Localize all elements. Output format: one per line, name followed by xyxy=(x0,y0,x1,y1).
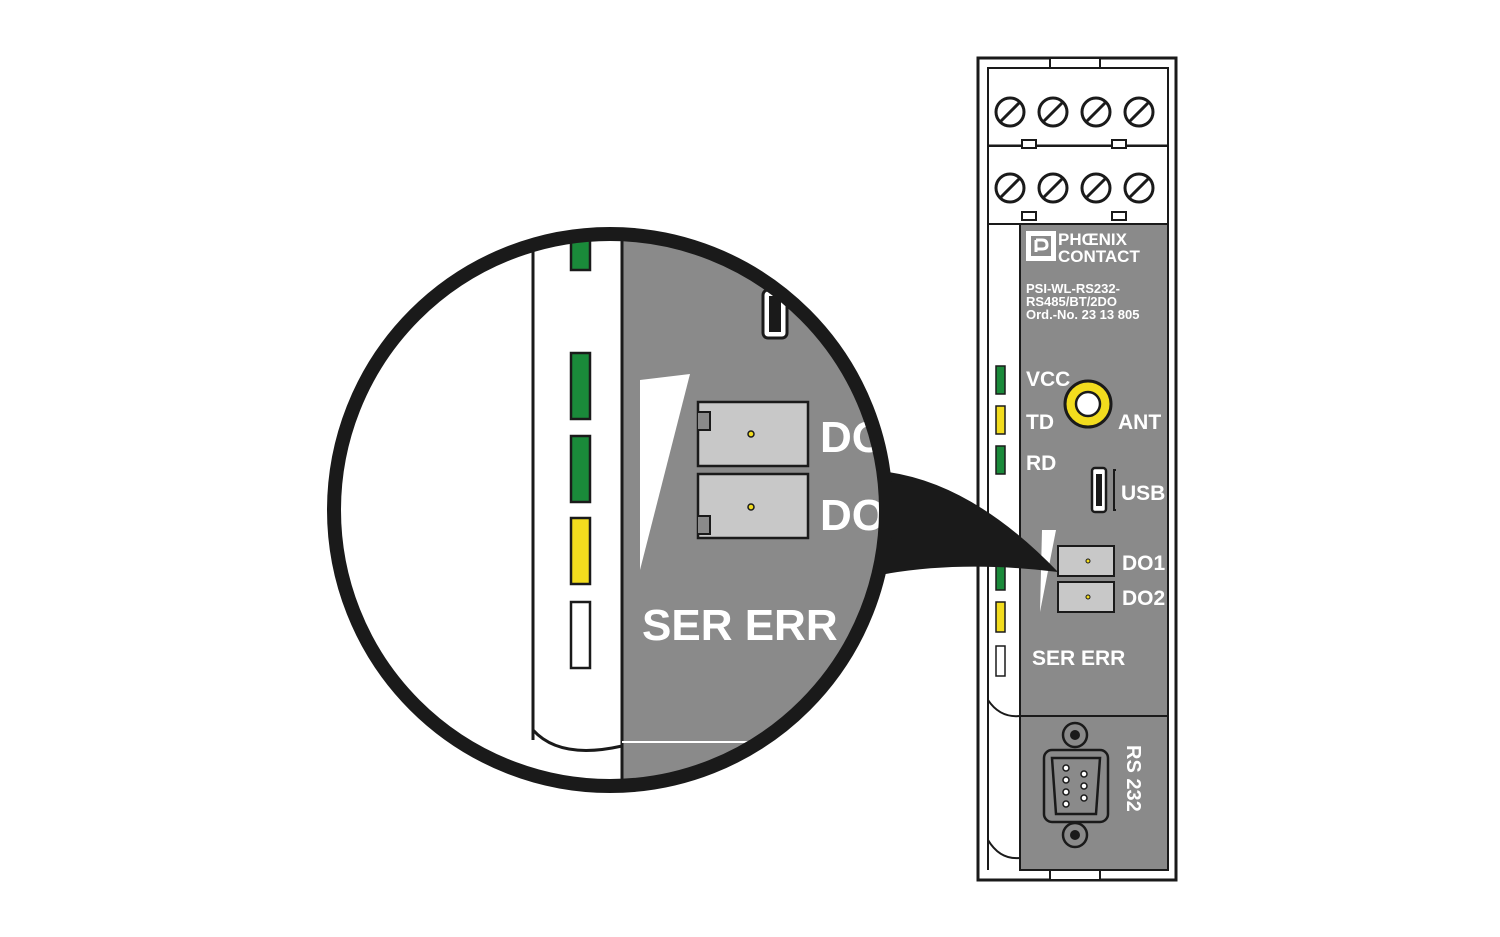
do-switches xyxy=(1040,530,1115,613)
led-rd xyxy=(995,445,1006,475)
zoom-led-do2 xyxy=(569,434,592,504)
label-do2: DO2 xyxy=(1122,587,1165,610)
magnifier-lens: DO DO SER ERR xyxy=(327,227,893,793)
label-rd: RD xyxy=(1026,452,1056,475)
zoom-label-do2: DO xyxy=(820,491,886,540)
label-usb: USB xyxy=(1121,482,1165,505)
label-do1: DO1 xyxy=(1122,552,1166,575)
led-do2 xyxy=(995,601,1006,633)
screw-icon xyxy=(1037,172,1069,204)
zoom-do-switches xyxy=(696,400,810,540)
led-vcc xyxy=(995,365,1006,395)
zoom-led-ser xyxy=(569,516,592,586)
callout-pointer xyxy=(860,470,1058,575)
label-ant: ANT xyxy=(1118,411,1161,434)
screw-icon xyxy=(994,96,1026,128)
brand-line-2: CONTACT xyxy=(1058,247,1140,266)
rs232-connector-icon xyxy=(1042,721,1110,849)
model-line-2: RS485/BT/2DO xyxy=(1026,294,1117,309)
phoenix-contact-logo: PHŒNIX CONTACT xyxy=(1026,230,1140,266)
screw-icon xyxy=(1123,96,1155,128)
brand-line-1: PHŒNIX xyxy=(1058,230,1128,249)
zoom-led-do1 xyxy=(569,351,592,421)
zoom-led-err xyxy=(569,600,592,670)
led-td xyxy=(995,405,1006,435)
screw-icon xyxy=(994,172,1026,204)
label-ser-err: SER ERR xyxy=(1032,647,1125,670)
zoom-label-ser-err: SER ERR xyxy=(642,601,838,650)
label-td: TD xyxy=(1026,411,1054,434)
terminal-screws xyxy=(994,96,1155,204)
zoom-led-rd xyxy=(569,240,592,272)
led-ser-err xyxy=(995,645,1006,677)
screw-icon xyxy=(1123,172,1155,204)
label-vcc: VCC xyxy=(1026,368,1070,391)
label-rs232: RS 232 xyxy=(1122,745,1144,812)
screw-icon xyxy=(1080,96,1112,128)
screw-icon xyxy=(1080,172,1112,204)
order-number: Ord.-No. 23 13 805 xyxy=(1026,307,1139,322)
usb-port-icon xyxy=(1090,466,1116,514)
screw-icon xyxy=(1037,96,1069,128)
model-line-1: PSI-WL-RS232- xyxy=(1026,281,1120,296)
antenna-connector-icon xyxy=(1063,379,1113,429)
